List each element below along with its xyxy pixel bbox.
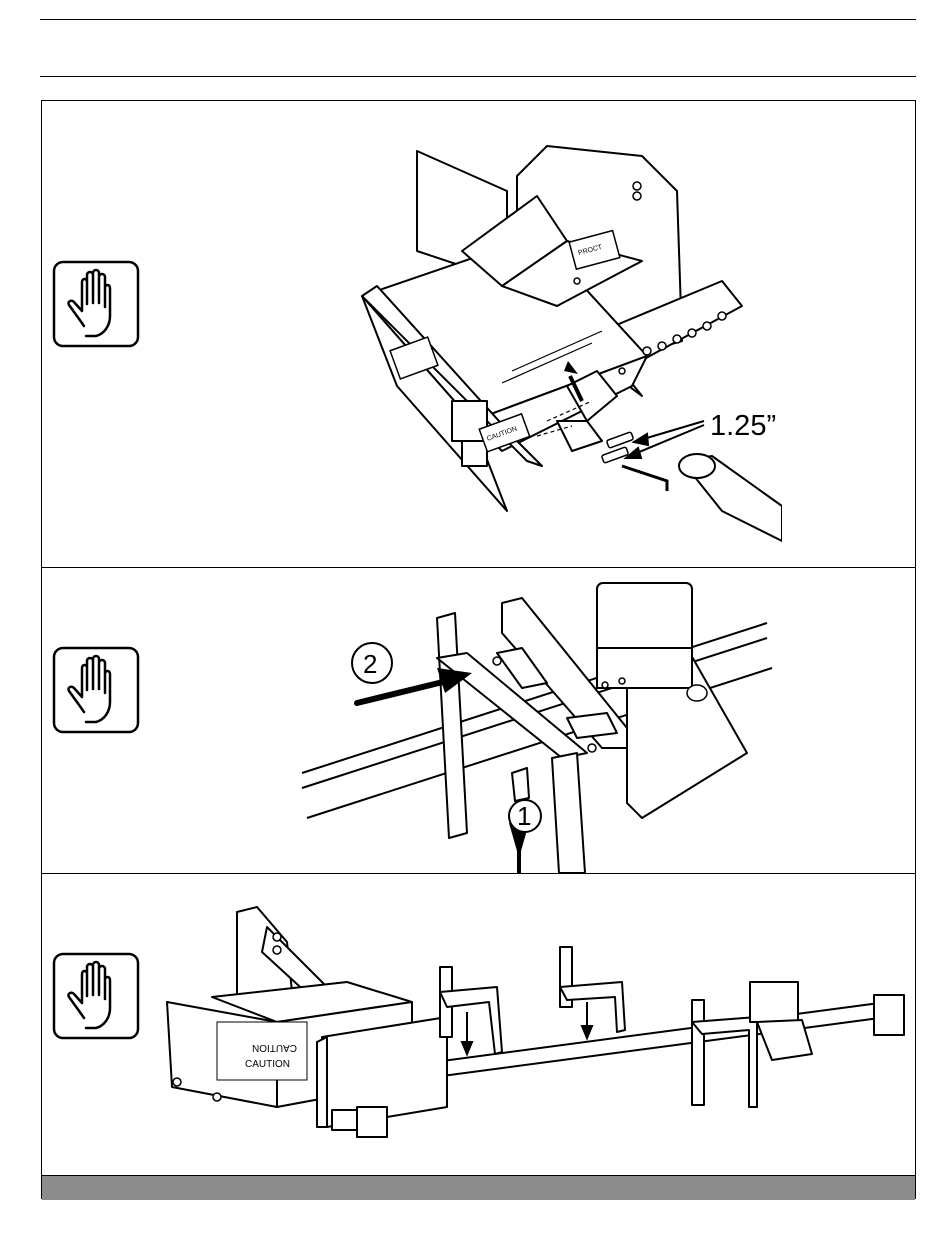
stop-hand-icon <box>52 260 140 348</box>
step-1-marker: 1 <box>517 801 531 831</box>
panel-step-2: 1 2 <box>42 567 915 873</box>
panel-step-1: PROCT CAUTION 1.25” <box>42 101 915 567</box>
stop-hand-icon <box>52 646 140 734</box>
feeder-bracket-drawing: PROCT CAUTION 1.25” <box>302 121 782 566</box>
guide-mount-drawing: 1 2 <box>297 573 777 873</box>
footer-gray-bar <box>42 1175 915 1200</box>
screw-length-callout: 1.25” <box>710 410 776 442</box>
mirrored-caution-label: CAUTION <box>252 1042 297 1053</box>
caution-label-box: CAUTION <box>245 1059 290 1070</box>
header-bottom-rule <box>40 76 916 77</box>
instruction-frame: PROCT CAUTION 1.25” <box>41 100 916 1199</box>
stop-hand-icon <box>52 952 140 1040</box>
header-top-rule <box>40 19 916 20</box>
panel-step-3: CAUTION CAUTION <box>42 873 915 1200</box>
step-2-marker: 2 <box>363 649 377 679</box>
full-assembly-drawing: CAUTION CAUTION <box>157 882 917 1172</box>
